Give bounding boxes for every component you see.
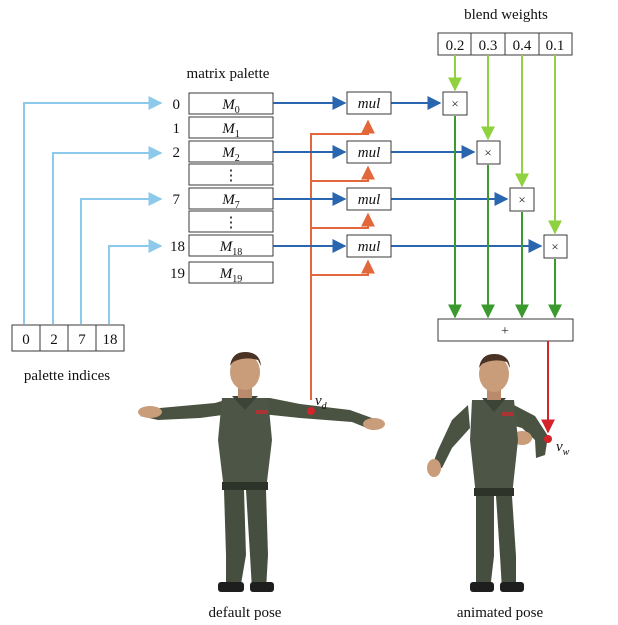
mul-boxes: mul mul mul mul xyxy=(346,91,392,258)
times-box xyxy=(476,140,501,165)
matrix-palette-title: matrix palette xyxy=(187,66,270,82)
row-index: 19 xyxy=(170,266,185,282)
matrix-label: M1 xyxy=(221,121,240,140)
vertex-animated-label: vw xyxy=(556,439,570,458)
times-symbol: × xyxy=(484,145,491,160)
palette-row xyxy=(188,163,274,186)
blend-weights: 0.2 0.3 0.4 0.1 xyxy=(437,32,573,56)
times-boxes: × × × × xyxy=(442,91,568,259)
matrix-palette: M0 M1 M2 ⋮ M7 ⋮ M18 M19 0 1 2 7 18 19 xyxy=(170,92,274,285)
weight-cell: 0.2 xyxy=(446,38,465,54)
weight-cell: 0.4 xyxy=(513,38,532,54)
row-index: 18 xyxy=(170,239,185,255)
row-index: 1 xyxy=(173,121,181,137)
vertical-ellipsis: ⋮ xyxy=(224,168,239,184)
animated-pose-figure xyxy=(427,354,548,592)
palette-row xyxy=(188,261,274,284)
index-cell: 2 xyxy=(50,332,58,348)
times-symbol: × xyxy=(518,192,525,207)
index-cell: 7 xyxy=(78,332,86,348)
palette-indices-title: palette indices xyxy=(24,368,110,384)
row-index: 0 xyxy=(173,97,181,113)
default-pose-figure xyxy=(138,352,385,592)
mul-box xyxy=(346,91,392,115)
index-cell: 18 xyxy=(103,332,118,348)
vertex-default-label: vd xyxy=(315,393,328,412)
matrix-label: M2 xyxy=(221,145,240,164)
mul-box xyxy=(346,140,392,164)
weight-arrows xyxy=(448,55,562,235)
vertical-ellipsis: ⋮ xyxy=(224,215,239,231)
mul-label: mul xyxy=(358,96,381,112)
mul-box xyxy=(346,234,392,258)
matrix-arrows xyxy=(273,96,543,253)
mul-label: mul xyxy=(358,239,381,255)
palette-row xyxy=(188,210,274,233)
sum-box xyxy=(437,318,574,342)
times-symbol: × xyxy=(451,96,458,111)
plus-symbol: + xyxy=(501,324,509,339)
default-pose-title: default pose xyxy=(209,605,282,621)
mul-label: mul xyxy=(358,192,381,208)
matrix-label: M19 xyxy=(219,266,243,285)
weight-cell: 0.3 xyxy=(479,38,498,54)
palette-row xyxy=(188,116,274,139)
times-box xyxy=(509,187,535,212)
times-box xyxy=(442,91,468,116)
animated-pose-title: animated pose xyxy=(457,605,544,621)
matrix-label: M7 xyxy=(221,192,240,211)
product-arrows xyxy=(448,116,562,319)
vertex-default-dot xyxy=(307,407,315,415)
row-index: 2 xyxy=(173,145,181,161)
mul-label: mul xyxy=(358,145,381,161)
weight-cell: 0.1 xyxy=(546,38,565,54)
mul-box xyxy=(346,187,392,211)
times-box xyxy=(543,234,568,259)
matrix-label: M18 xyxy=(219,239,243,258)
matrix-label: M0 xyxy=(221,97,240,116)
row-index: 7 xyxy=(173,192,181,208)
blend-weights-title: blend weights xyxy=(464,7,548,23)
index-cell: 0 xyxy=(22,332,30,348)
vertex-arrows xyxy=(310,119,375,400)
vertex-animated-dot xyxy=(544,435,552,443)
times-symbol: × xyxy=(551,239,558,254)
palette-indices: 0 2 7 18 xyxy=(11,324,125,352)
index-arrows xyxy=(23,96,163,324)
